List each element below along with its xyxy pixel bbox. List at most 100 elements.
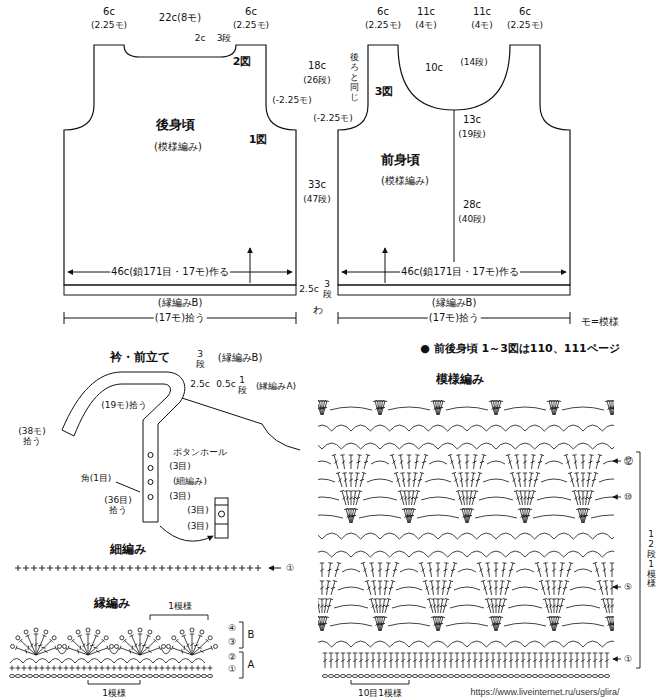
- stitch-symbol: [320, 617, 322, 631]
- stitch-symbol: [480, 568, 483, 571]
- stitch-symbol: [492, 599, 494, 613]
- stitch-symbol: [545, 659, 549, 661]
- single-crochet-symbol: [207, 565, 213, 571]
- stitch-symbol: [474, 490, 478, 491]
- chain-loop: [428, 551, 447, 557]
- chain-loop: [392, 605, 426, 608]
- stitch-symbol: [340, 490, 344, 491]
- chain-loop: [363, 497, 397, 500]
- stitch-symbol: [552, 563, 556, 564]
- stitch-symbol: [368, 586, 371, 589]
- stitch-symbol: [378, 569, 382, 571]
- stitch-symbol: [593, 659, 597, 661]
- single-crochet-symbol: [106, 666, 111, 671]
- chain-stitch: [538, 675, 543, 678]
- stitch-symbol: [362, 472, 366, 473]
- stitch-symbol: [497, 617, 501, 631]
- stitch-symbol: [71, 639, 74, 642]
- stitch-symbol: [559, 599, 563, 613]
- stitch-symbol: [538, 461, 542, 462]
- stitch-symbol: [523, 455, 527, 456]
- stitch-symbol: [194, 644, 198, 646]
- chain-loop: [399, 533, 418, 539]
- chain-loop: [554, 533, 573, 539]
- dimension-label: 3段: [323, 280, 332, 300]
- single-crochet-symbol: [148, 666, 153, 671]
- stitch-symbol: [125, 641, 140, 655]
- chain-loop: [544, 425, 563, 431]
- stitch-symbol: [38, 644, 42, 646]
- stitch-symbol: [567, 563, 571, 577]
- single-crochet-symbol: [159, 565, 165, 571]
- chain-stitch: [135, 675, 140, 678]
- stitch-symbol: [523, 461, 527, 463]
- single-crochet-symbol: [95, 565, 101, 571]
- stitch-symbol: [358, 455, 360, 469]
- chain-loop: [454, 587, 480, 590]
- stitch-symbol: [102, 639, 105, 642]
- repeat-bracket: [150, 615, 208, 620]
- chain-loop: [446, 623, 488, 626]
- part-letter: B: [247, 629, 256, 641]
- stitch-symbol: [558, 587, 562, 589]
- chain-loop: [57, 648, 67, 654]
- piece-outline: [338, 45, 570, 285]
- stitch-symbol: [581, 491, 585, 492]
- stitch-symbol: [454, 473, 458, 487]
- stitch-symbol: [555, 623, 559, 624]
- dimension-label: (2.25モ): [232, 20, 270, 30]
- stitch-symbol: [456, 454, 460, 456]
- chain-stitch: [334, 675, 339, 678]
- chain-stitch: [33, 675, 38, 678]
- stitch-symbol: [592, 473, 596, 487]
- dimension-label: (4モ): [414, 20, 438, 30]
- stitch-symbol: [561, 563, 563, 577]
- single-crochet-symbol: [111, 565, 117, 571]
- stitch-label: (17モ)拾う: [428, 312, 481, 324]
- stitch-symbol: [419, 659, 423, 661]
- stitch-symbol: [508, 455, 512, 469]
- chain-loop: [504, 623, 546, 626]
- chain-loop: [371, 461, 389, 464]
- stitch-symbol: [441, 599, 443, 613]
- picot-symbol: [180, 630, 184, 634]
- chain-loop: [573, 443, 592, 449]
- chain-stitch: [388, 675, 393, 678]
- chain-stitch: [15, 675, 20, 678]
- stitch-symbol: [584, 515, 588, 516]
- chain-loop: [515, 533, 534, 539]
- chain-loop: [457, 533, 476, 539]
- stitch-symbol: [603, 569, 606, 572]
- chain-loop: [318, 497, 339, 500]
- stitch-symbol: [449, 653, 453, 654]
- stitch-symbol: [349, 497, 353, 499]
- stitch-symbol: [487, 569, 490, 572]
- row-arrow: [613, 587, 621, 588]
- row-number: ⑩: [623, 492, 633, 502]
- stitch-symbol: [182, 649, 183, 653]
- stitch-symbol: [403, 473, 405, 487]
- picot-symbol: [16, 636, 20, 640]
- stitch-symbol: [437, 659, 441, 661]
- stitch-symbol: [390, 454, 394, 455]
- picot-symbol: [63, 644, 67, 648]
- stitch-symbol: [501, 581, 503, 595]
- chain-loop: [161, 648, 171, 654]
- picot-symbol: [52, 636, 56, 640]
- stitch-symbol: [42, 647, 46, 649]
- stitch-symbol: [383, 659, 387, 661]
- stitch-symbol: [73, 641, 88, 655]
- chain-stitch: [159, 675, 164, 678]
- stitch-symbol: [352, 509, 356, 523]
- chain-loop: [457, 443, 476, 449]
- stitch-symbol: [369, 562, 373, 564]
- chain-loop: [486, 425, 505, 431]
- chain-stitch: [382, 675, 387, 678]
- stitch-symbol: [437, 653, 441, 654]
- stitch-symbol: [568, 472, 572, 473]
- stitch-symbol: [320, 587, 324, 589]
- chain-loop: [562, 407, 604, 410]
- stitch-symbol: [594, 472, 598, 473]
- stitch-symbol: [557, 659, 561, 661]
- stitch-symbol: [432, 581, 434, 595]
